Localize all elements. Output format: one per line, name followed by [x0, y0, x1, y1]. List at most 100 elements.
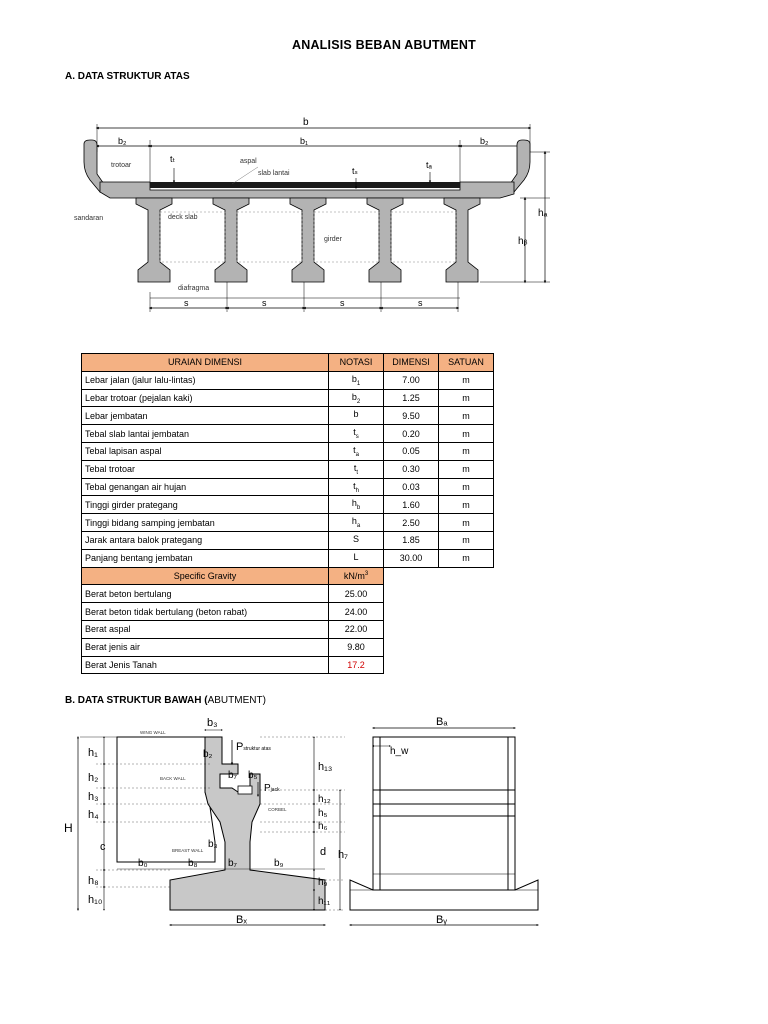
- row-unit: m: [438, 388, 494, 408]
- label-deck-slab: deck slab: [168, 214, 198, 221]
- row-unit: m: [438, 477, 494, 497]
- row-notation: hb: [328, 495, 384, 515]
- row-notation: b: [328, 406, 384, 426]
- row-notation: S: [328, 530, 384, 550]
- row-unit: m: [438, 459, 494, 479]
- header-gravity-unit: kN/m3: [328, 566, 384, 586]
- dim-h9: h₉: [318, 877, 328, 888]
- row-description: Jarak antara balok prategang: [81, 530, 329, 550]
- dim-h13: h₁₃: [318, 761, 332, 773]
- dim-h10: h₁₀: [88, 894, 102, 906]
- row-value: 1.60: [383, 495, 439, 515]
- dim-b: b: [303, 117, 309, 128]
- dim-By: Bᵧ: [436, 914, 447, 926]
- row-unit: m: [438, 513, 494, 532]
- row-description: Tinggi girder prategang: [81, 495, 329, 515]
- label-wing-wall: WING WALL: [140, 730, 166, 735]
- row-notation: ta: [328, 441, 384, 461]
- gravity-row: Berat beton tidak bertulang (beton rabat…: [81, 602, 494, 621]
- row-unit: m: [438, 370, 494, 390]
- dim-s-1: s: [184, 298, 189, 308]
- dim-h8: h₈: [88, 875, 99, 887]
- header-specific-gravity: Specific Gravity: [81, 566, 329, 586]
- row-notation: L: [328, 548, 384, 568]
- row-description: Lebar jembatan: [81, 406, 329, 426]
- row-description: Tinggi bidang samping jembatan: [81, 513, 329, 532]
- dim-h7: h₇: [338, 849, 348, 861]
- row-notation: ts: [328, 424, 384, 443]
- dim-h4: h₄: [88, 809, 99, 821]
- row-unit: m: [438, 406, 494, 426]
- gravity-description: Berat Jenis Tanah: [81, 655, 329, 675]
- dim-b3-top: b₃: [207, 717, 218, 729]
- dim-tt: tₜ: [170, 154, 176, 164]
- label-slab-lantai: slab lantai: [258, 170, 290, 177]
- header-dimensi: DIMENSI: [383, 353, 439, 372]
- gravity-value: 17.2: [328, 655, 384, 675]
- table-header-row: URAIAN DIMENSI NOTASI DIMENSI SATUAN: [81, 353, 494, 372]
- gravity-description: Berat jenis air: [81, 637, 329, 657]
- label-aspal: aspal: [240, 158, 257, 165]
- dimension-table: URAIAN DIMENSI NOTASI DIMENSI SATUAN Leb…: [81, 353, 494, 675]
- dim-H: H: [64, 821, 73, 835]
- header-notasi: NOTASI: [328, 353, 384, 372]
- row-unit: m: [438, 495, 494, 515]
- row-notation: th: [328, 477, 384, 497]
- row-description: Lebar trotoar (pejalan kaki): [81, 388, 329, 408]
- row-description: Tebal trotoar: [81, 459, 329, 479]
- dim-h6: h₆: [318, 821, 328, 832]
- dim-s-4: s: [418, 298, 423, 308]
- dim-h1: h₁: [88, 747, 98, 759]
- row-unit: m: [438, 530, 494, 550]
- dim-ha: hₐ: [538, 208, 548, 219]
- dim-h5: h₅: [318, 808, 328, 819]
- row-unit: m: [438, 548, 494, 568]
- dim-b7-top: b₇: [228, 770, 238, 781]
- dim-Bx: Bₓ: [236, 914, 247, 926]
- row-notation: ha: [328, 513, 384, 532]
- row-description: Tebal genangan air hujan: [81, 477, 329, 497]
- row-value: 0.20: [383, 424, 439, 443]
- gravity-value: 22.00: [328, 619, 384, 639]
- section-b-heading: B. DATA STRUKTUR BAWAH (ABUTMENT): [65, 695, 266, 706]
- label-sandaran: sandaran: [74, 215, 103, 222]
- header-uraian: URAIAN DIMENSI: [81, 353, 329, 372]
- label-corbel: CORBEL: [268, 807, 287, 812]
- abutment-figure: h₁ h₂ h₃ h₄ H c h₈ h₁₀ b₃ b₂ Pstruktur a…: [64, 716, 540, 927]
- dim-hb: hᵦ: [518, 236, 528, 247]
- label-p-jack: Pjack: [264, 783, 280, 794]
- header-satuan: SATUAN: [438, 353, 494, 372]
- dim-b0: b₀: [138, 858, 148, 869]
- gravity-description: Berat aspal: [81, 619, 329, 639]
- label-diafragma: diafragma: [178, 285, 209, 292]
- gravity-value: 25.00: [328, 584, 384, 604]
- dim-b9: b₉: [274, 858, 284, 869]
- row-value: 9.50: [383, 406, 439, 426]
- gravity-value: 9.80: [328, 637, 384, 657]
- label-breast-wall: BREAST WALL: [172, 848, 204, 853]
- dim-s-2: s: [262, 298, 267, 308]
- row-notation: b2: [328, 388, 384, 408]
- gravity-value: 24.00: [328, 602, 384, 621]
- dim-b5: b₅: [248, 770, 258, 781]
- gravity-description: Berat beton tidak bertulang (beton rabat…: [81, 602, 329, 621]
- dim-h2: h₂: [88, 772, 98, 784]
- dim-s-3: s: [340, 298, 345, 308]
- row-value: 0.05: [383, 441, 439, 461]
- dim-c: c: [100, 841, 106, 853]
- dim-b2-right: b₂: [480, 136, 489, 146]
- dim-ta: tₐ: [426, 160, 433, 170]
- dim-hw: h_w: [390, 746, 409, 757]
- row-value: 2.50: [383, 513, 439, 532]
- dim-b7: b₇: [228, 858, 238, 869]
